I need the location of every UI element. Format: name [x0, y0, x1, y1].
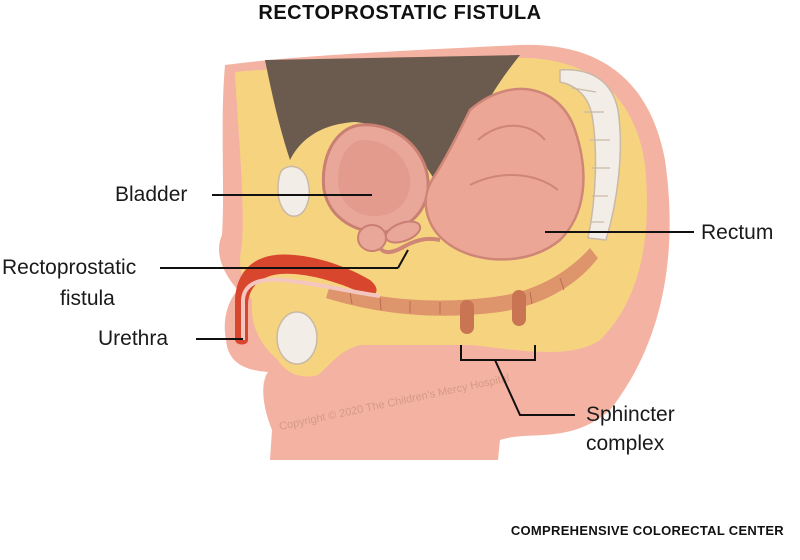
testis: [276, 311, 318, 365]
pubic-bone: [277, 165, 310, 217]
label-fistula-line1: Rectoprostatic: [2, 256, 137, 279]
label-fistula-line2: fistula: [60, 287, 115, 310]
label-bladder: Bladder: [115, 183, 188, 206]
label-rectum: Rectum: [701, 221, 774, 244]
label-sphincter-line1: Sphincter: [586, 403, 675, 426]
fistula-tract: [378, 236, 441, 255]
rectum-organ: [424, 87, 585, 261]
vertebra-lines: [571, 87, 610, 223]
sacrum: [559, 69, 622, 241]
urethra-channel: [241, 277, 381, 340]
label-urethra: Urethra: [98, 327, 169, 350]
rectum-fold-2: [469, 174, 559, 191]
sphincter-left: [460, 300, 474, 334]
fistula-leader-diag: [397, 249, 409, 269]
footer-center-name: COMPREHENSIVE COLORECTAL CENTER: [510, 523, 784, 538]
sphincter-right: [512, 290, 526, 326]
sphincter-leader: [494, 359, 575, 416]
leader-lines: [160, 194, 694, 416]
label-sphincter-line2: complex: [586, 432, 665, 455]
urethra-tissue: [235, 254, 377, 345]
diagram-title: RECTOPROSTATIC FISTULA: [258, 2, 542, 24]
sphincter-muscle: [326, 248, 598, 316]
bladder-inner: [338, 140, 410, 216]
seminal-vesicle: [384, 220, 422, 244]
sphincter-bracket: [460, 345, 536, 361]
rectum-fold: [477, 124, 546, 141]
